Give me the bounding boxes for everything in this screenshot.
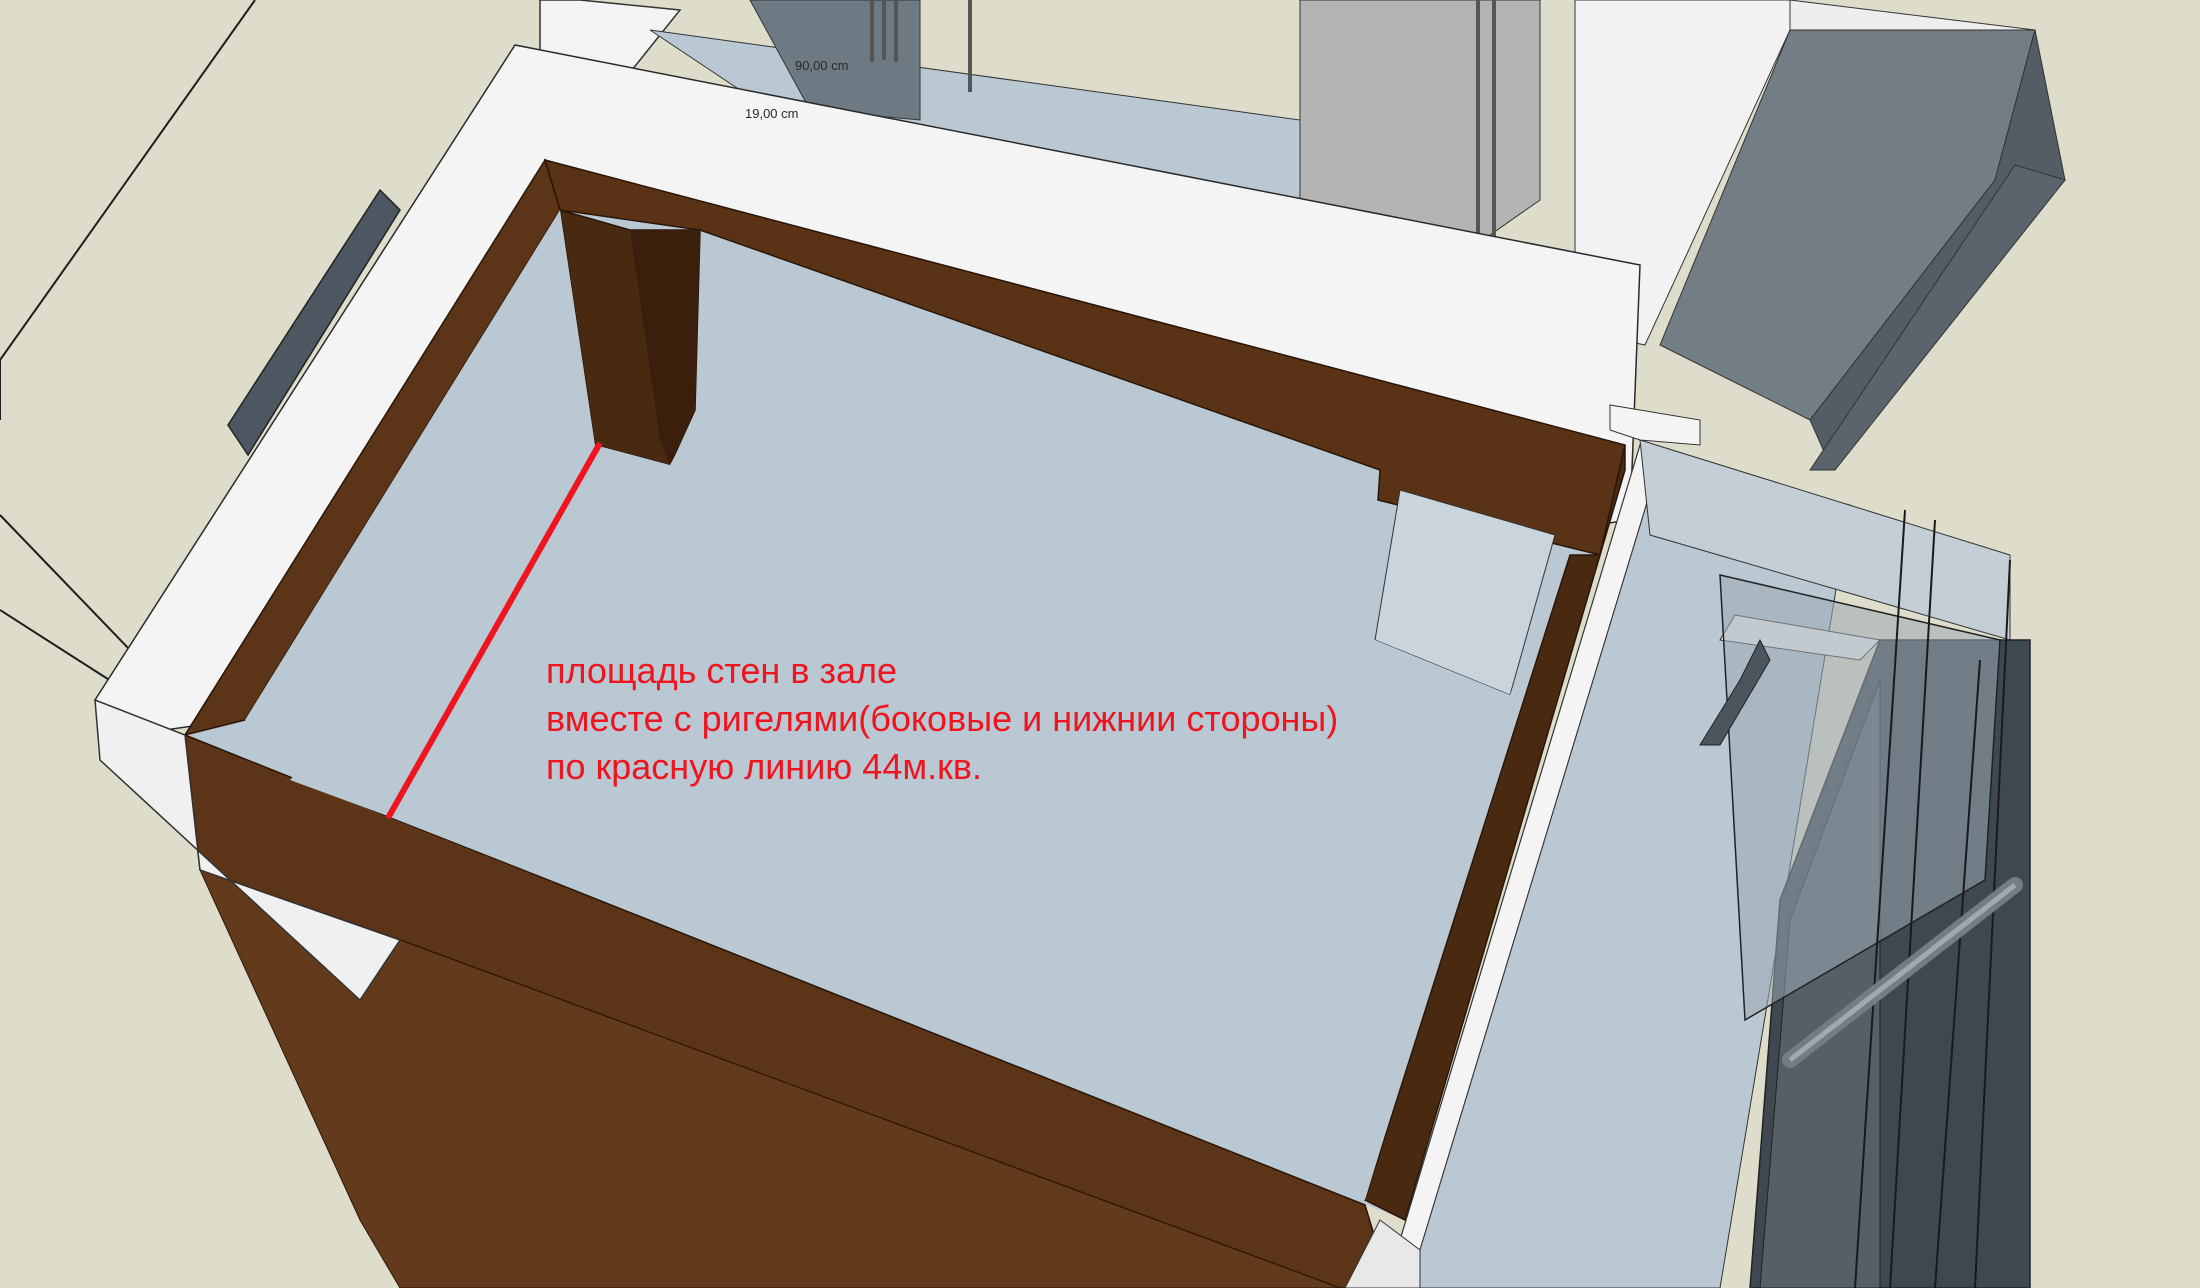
- wall-left-wood-inner: [245, 210, 595, 810]
- right-vertical-lines: [1854, 509, 2011, 1288]
- wall-cut-left-edge: [94, 698, 402, 1002]
- riegel-pillar-shade: [630, 230, 700, 465]
- annotation-line-1: площадь стен в зале: [546, 650, 897, 691]
- corridor-white-cap: [1609, 404, 1701, 446]
- right-small-wall: [1699, 638, 1771, 746]
- room-floor: [290, 410, 1560, 1200]
- diagonal-pipe-highlight: [1788, 883, 2017, 1062]
- left-slab: [227, 188, 401, 457]
- red-measure-line: [385, 441, 603, 820]
- annotation-line-3: по красную линию 44м.кв.: [546, 746, 982, 787]
- annotation-line-2: вместе с ригелями(боковые и нижнии сторо…: [546, 698, 1339, 739]
- right-glass-panel: [1719, 574, 2001, 1022]
- dimension-label-width: 90,00 cm: [795, 58, 849, 73]
- dimension-label-depth: 19,00 cm: [745, 106, 799, 121]
- column-gray-far: [1809, 29, 2066, 466]
- upper-wall-left: [749, 0, 921, 121]
- wall-right-wood: [1364, 444, 1626, 1222]
- right-ledge: [1809, 164, 2066, 471]
- pipes-upper: [870, 0, 1496, 255]
- partition-bottom-cap: [1344, 1219, 1421, 1288]
